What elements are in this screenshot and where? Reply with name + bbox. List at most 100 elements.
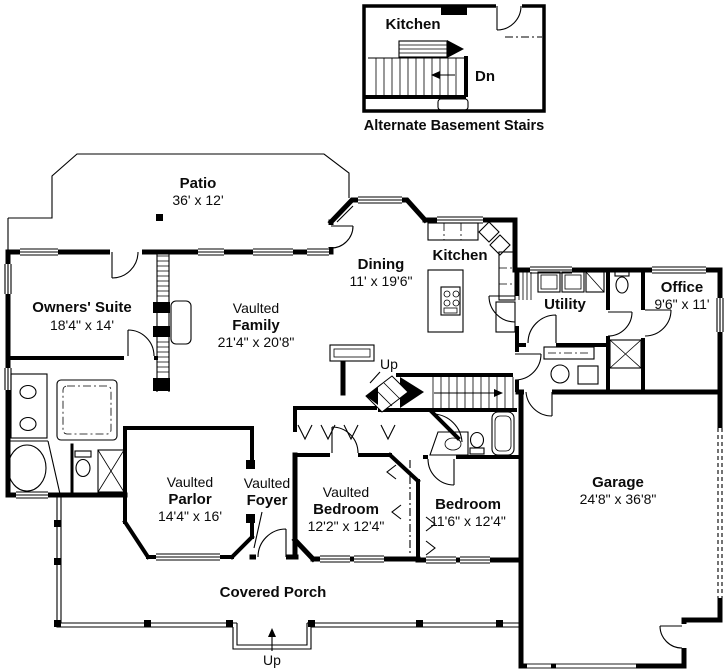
cooktop — [440, 286, 461, 316]
window — [16, 491, 48, 499]
svg-text:Owners' Suite: Owners' Suite — [32, 299, 131, 316]
svg-text:14'4" x 16': 14'4" x 16' — [158, 508, 222, 524]
shower — [97, 449, 125, 493]
svg-text:Foyer: Foyer — [247, 492, 288, 509]
pantry-shelves — [518, 272, 532, 300]
window — [354, 555, 384, 563]
window — [652, 266, 706, 274]
patio-post — [156, 214, 163, 221]
porch-post — [54, 620, 61, 627]
window — [716, 298, 724, 332]
porch-post — [416, 620, 423, 627]
patio-suite-door — [111, 251, 139, 279]
bay-window-lines — [333, 202, 354, 223]
window — [426, 556, 456, 564]
bedroom-right-label: Bedroom 11'6" x 12'4" — [430, 496, 506, 529]
bedroom-right-door — [427, 458, 455, 486]
stair-half-wall — [329, 344, 375, 362]
tub-platform — [8, 440, 61, 495]
window — [198, 248, 224, 256]
hall-door — [514, 353, 542, 381]
kitchen-counter-right — [498, 251, 516, 301]
entry-steps — [232, 623, 312, 651]
main-staircase — [329, 344, 514, 413]
garage-side-dashed-line — [717, 428, 723, 598]
toilet-tank — [469, 447, 485, 455]
stairs-up-label: Up — [380, 356, 398, 372]
bath-strip-door — [607, 311, 633, 337]
svg-text:18'4" x 14': 18'4" x 14' — [50, 317, 114, 333]
up-leader — [369, 371, 381, 384]
svg-text:Parlor: Parlor — [168, 491, 212, 508]
owners-suite-label: Owners' Suite 18'4" x 14' — [32, 299, 131, 333]
strip-bath-fixtures — [609, 269, 642, 369]
front-door — [257, 528, 287, 558]
garage-rear-door — [659, 625, 683, 649]
toilet-tank — [614, 269, 630, 277]
porch-post — [308, 620, 315, 627]
vanity — [429, 431, 469, 456]
covered-porch-label: Covered Porch — [220, 584, 327, 601]
inset-kitchen-label: Kitchen — [385, 16, 440, 33]
hall-counter — [543, 346, 595, 360]
parlor-label: Vaulted Parlor 14'4" x 16' — [158, 474, 222, 524]
media-niche — [170, 300, 192, 345]
family-label: Vaulted Family 21'4" x 20'8" — [218, 300, 295, 350]
svg-text:36' x 12': 36' x 12' — [172, 192, 223, 208]
window — [320, 555, 350, 563]
bathtub — [7, 444, 47, 492]
dryer — [561, 271, 585, 293]
bedroom-left-label: Vaulted Bedroom 12'2" x 12'4" — [308, 484, 385, 534]
svg-text:Patio: Patio — [180, 175, 217, 192]
kitchen-island — [427, 269, 464, 333]
svg-text:Vaulted: Vaulted — [323, 484, 369, 500]
porch-post — [144, 620, 151, 627]
suite-hall-door — [127, 329, 155, 357]
toilet — [75, 458, 91, 478]
window — [530, 266, 572, 274]
kitchen-hall-door — [488, 295, 516, 323]
inset-dn-label: Dn — [475, 68, 495, 85]
corner-sink — [489, 234, 511, 256]
vanity — [10, 373, 48, 439]
porch-post — [54, 558, 61, 565]
foyer-leader — [253, 511, 263, 549]
toilet — [615, 276, 629, 294]
window — [20, 248, 58, 256]
sink — [444, 437, 462, 451]
washer — [537, 271, 561, 293]
utility-counter — [585, 271, 605, 293]
room-labels: Patio 36' x 12' Owners' Suite 18'4" x 14… — [32, 175, 709, 668]
svg-text:11' x 19'6": 11' x 19'6" — [350, 273, 413, 289]
foyer-label: Vaulted Foyer — [244, 475, 290, 509]
window — [358, 196, 402, 204]
svg-text:9'6" x 11': 9'6" x 11' — [654, 296, 709, 312]
svg-text:24'8" x 36'8": 24'8" x 36'8" — [580, 491, 657, 507]
kitchen-fixtures — [427, 221, 516, 333]
svg-text:11'6" x 12'4": 11'6" x 12'4" — [430, 513, 506, 529]
svg-text:Vaulted: Vaulted — [244, 475, 290, 491]
furnace — [550, 364, 570, 384]
patio-outline — [7, 153, 350, 250]
kitchen-counter — [427, 222, 479, 241]
garage-doors — [527, 662, 636, 671]
window — [253, 248, 293, 256]
dining-label: Dining 11' x 19'6" — [350, 256, 413, 289]
hall-bath-fixtures — [429, 411, 515, 456]
office-door — [644, 309, 672, 337]
sink — [19, 384, 37, 400]
bedroom-left-door — [331, 426, 359, 454]
inset-door-gap — [496, 3, 522, 10]
svg-text:Family: Family — [232, 317, 280, 334]
svg-text:Vaulted: Vaulted — [233, 300, 279, 316]
door-gaps — [110, 225, 689, 648]
hall-bath-door — [433, 413, 463, 443]
doors — [111, 225, 683, 649]
windows — [4, 196, 724, 564]
shower — [609, 339, 642, 369]
porch-post — [54, 520, 61, 527]
porch-post — [496, 620, 503, 627]
office-label: Office 9'6" x 11' — [654, 279, 709, 312]
refrigerator — [495, 301, 516, 333]
